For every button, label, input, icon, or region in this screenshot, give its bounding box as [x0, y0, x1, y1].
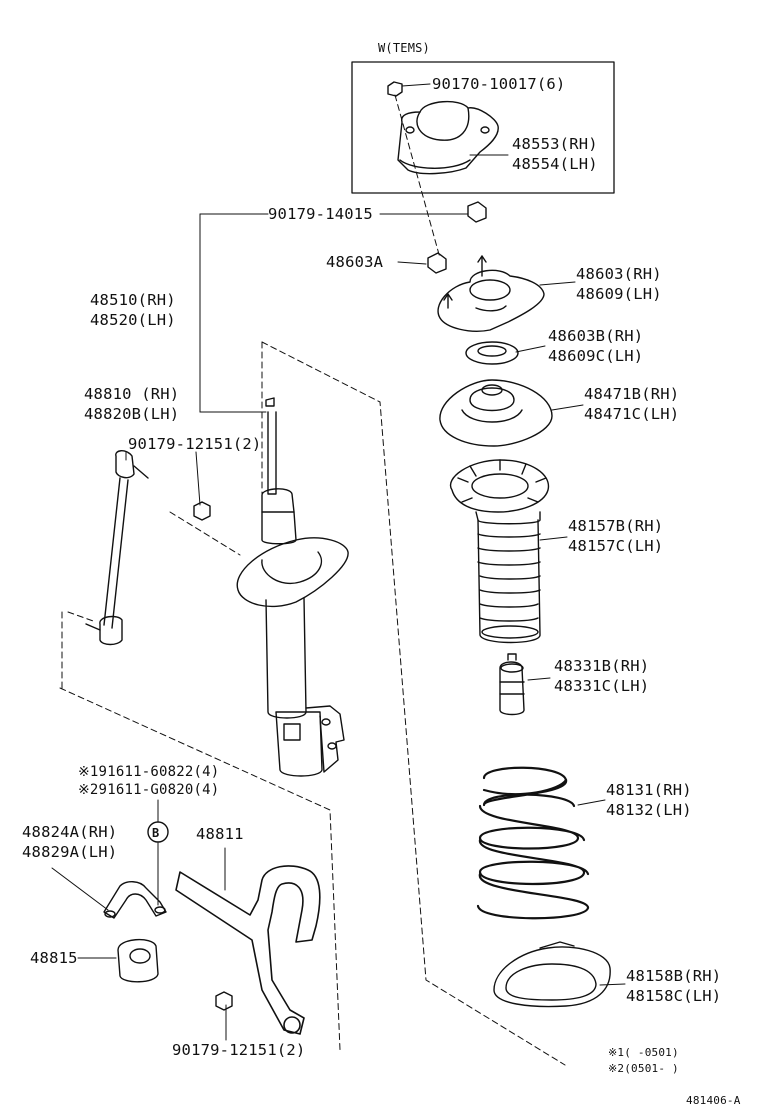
part-label-48603a: 48603A	[326, 253, 384, 271]
bump-stopper-shape	[499, 653, 525, 716]
assembly-dashed-outline	[59, 94, 566, 1066]
part-label-48609c: 48609C(LH)	[548, 347, 644, 365]
dust-boot-shape	[449, 459, 550, 644]
shock-absorber-shape	[236, 397, 349, 777]
part-label-48471c: 48471C(LH)	[584, 405, 680, 423]
part-label-48609: 48609(LH)	[576, 285, 662, 303]
stabilizer-bracket-shape	[103, 881, 167, 919]
part-label-90179-12151-lower: 90179-12151(2)	[172, 1041, 306, 1059]
part-label-48554: 48554(LH)	[512, 155, 598, 173]
part-label-48603b: 48603B(RH)	[548, 327, 644, 345]
part-label-48820b: 48820B(LH)	[84, 405, 180, 423]
part-label-48132: 48132(LH)	[606, 801, 692, 819]
part-label-48824a: 48824A(RH)	[22, 823, 118, 841]
marker-b-label: B	[152, 826, 160, 840]
part-label-48810: 48810 (RH)	[84, 385, 180, 403]
tems-option-box	[351, 61, 615, 194]
footnote-1: ※1( -0501)	[608, 1046, 679, 1059]
link-nut-shape	[193, 501, 211, 521]
coil-spring-shape	[476, 766, 590, 920]
part-label-91611-60822: ※191611-60822(4)	[78, 764, 220, 780]
part-label-48157b: 48157B(RH)	[568, 517, 664, 535]
part-label-91611-g0820: ※291611-G0820(4)	[78, 782, 220, 798]
stabilizer-link-shape	[85, 450, 149, 646]
part-label-48158b: 48158B(RH)	[626, 967, 722, 985]
marker-b-circle	[147, 821, 169, 843]
nut-48603a-shape	[427, 252, 447, 274]
part-label-48553: 48553(RH)	[512, 135, 598, 153]
part-label-48331c: 48331C(LH)	[554, 677, 650, 695]
nut-90179-14015-shape	[467, 201, 487, 223]
tems-box-title: W(TEMS)	[378, 41, 430, 55]
stabilizer-bar-shape	[175, 865, 321, 1035]
spring-seat-shape	[465, 341, 519, 365]
part-label-90179-12151-upper: 90179-12151(2)	[128, 435, 262, 453]
tems-upper-mount	[387, 81, 499, 175]
part-label-48471b: 48471B(RH)	[584, 385, 680, 403]
stabilizer-bushing-shape	[117, 939, 159, 983]
part-label-48811: 48811	[196, 825, 244, 843]
part-label-48158c: 48158C(LH)	[626, 987, 722, 1005]
lower-insulator-shape	[493, 941, 611, 1008]
part-label-48331b: 48331B(RH)	[554, 657, 650, 675]
part-label-48157c: 48157C(LH)	[568, 537, 664, 555]
part-label-48510: 48510(RH)	[90, 291, 176, 309]
part-label-48520: 48520(LH)	[90, 311, 176, 329]
part-label-48603: 48603(RH)	[576, 265, 662, 283]
lower-nut-shape	[215, 991, 233, 1011]
part-label-90179-14015: 90179-14015	[268, 205, 373, 223]
upper-support-shape	[437, 255, 545, 332]
part-label-90170: 90170-10017(6)	[432, 75, 566, 93]
diagram-code: 481406-A	[686, 1094, 741, 1107]
part-label-48829a: 48829A(LH)	[22, 843, 118, 861]
footnote-2: ※2(0501- )	[608, 1062, 679, 1075]
part-label-48815: 48815	[30, 949, 78, 967]
insulator-shape	[439, 379, 553, 447]
part-label-48131: 48131(RH)	[606, 781, 692, 799]
leader-lines	[51, 83, 626, 1041]
